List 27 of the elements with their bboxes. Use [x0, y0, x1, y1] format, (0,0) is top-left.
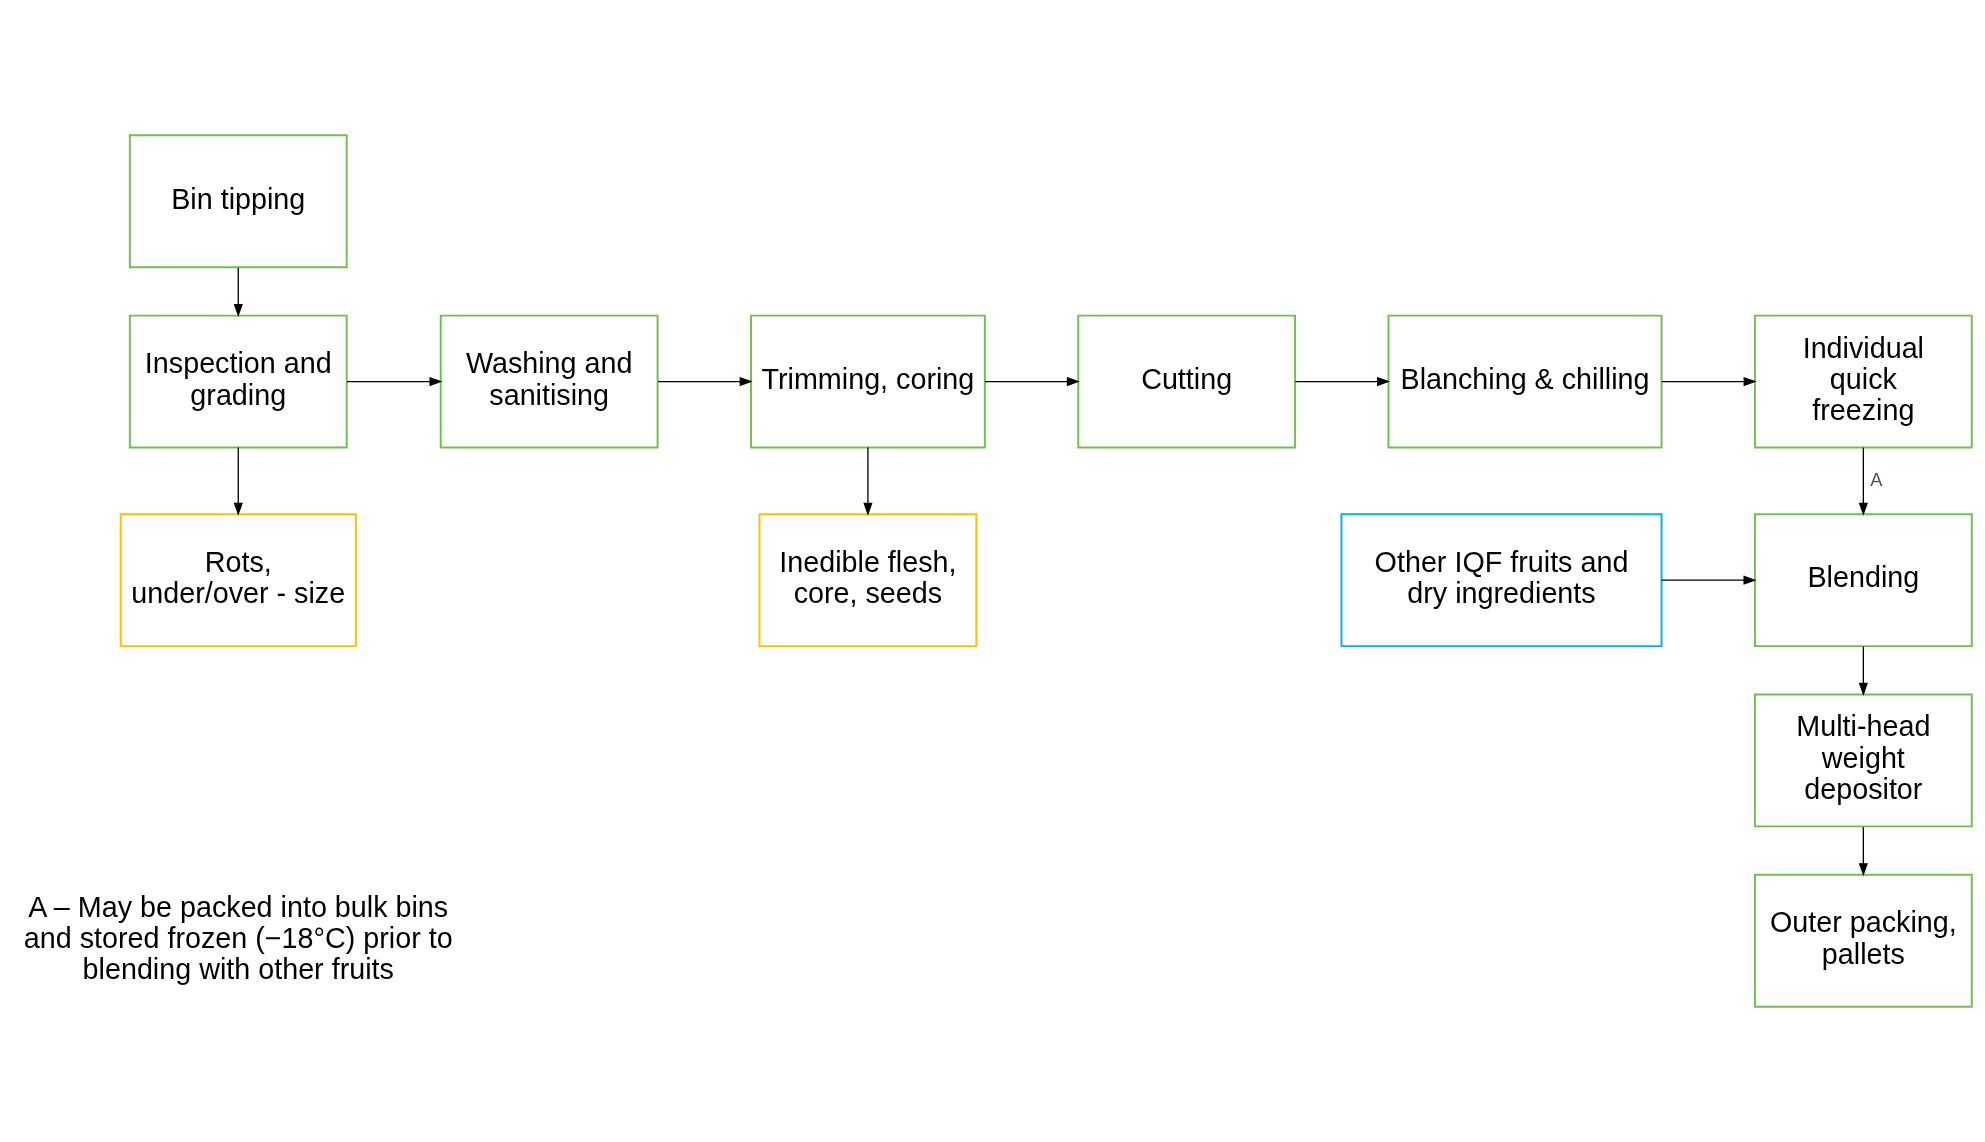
arrow	[233, 267, 243, 318]
arrow	[1660, 377, 1757, 387]
arrow	[1294, 377, 1390, 387]
node-box: Blanching & chilling	[1387, 314, 1662, 449]
node-box: Rots, under/over - size	[119, 513, 357, 648]
arrow	[1660, 575, 1757, 585]
node-box: Multi-head weight depositor	[1753, 693, 1973, 828]
arrow	[1858, 826, 1868, 877]
node-box: Trimming, coring	[749, 314, 986, 449]
node-box: Blending	[1753, 513, 1973, 648]
arrow	[656, 377, 753, 387]
node-box: Outer packing, pallets	[1753, 873, 1973, 1008]
node-box: Cutting	[1076, 314, 1296, 449]
node-box: Inedible flesh, core, seeds	[758, 513, 977, 648]
node-box: Other IQF fruits and dry ingredients	[1340, 513, 1662, 648]
label: A – May be packed into bulk bins and stored frozen (−18°C) prior to blending with other fruits	[23, 890, 453, 986]
arrow	[862, 446, 872, 516]
arrow	[345, 377, 443, 387]
node-box: Individual quick freezing	[1753, 314, 1973, 449]
arrow	[233, 446, 243, 516]
node-box: Bin tipping	[128, 134, 348, 269]
arrow	[1858, 645, 1868, 696]
arrow	[983, 377, 1080, 387]
edge-label: A	[1869, 468, 1882, 490]
node-box: Inspection and grading	[128, 314, 348, 449]
node-box: Washing and sanitising	[439, 314, 659, 449]
arrow	[1858, 446, 1868, 516]
